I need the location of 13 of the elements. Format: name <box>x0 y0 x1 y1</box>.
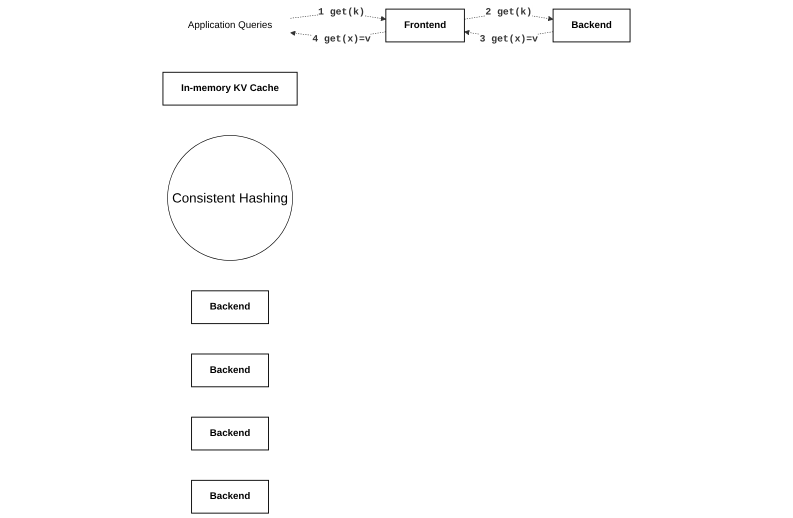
node-box: In-memory KV Cache <box>162 72 298 106</box>
node-box: Backend <box>552 8 630 42</box>
node-box: Frontend <box>385 8 465 42</box>
node-box: Backend <box>191 416 269 450</box>
node-box: Backend <box>191 290 269 324</box>
edge-label: 1 get(k) <box>318 6 365 18</box>
node-box: Backend <box>191 354 269 388</box>
node-text: Application Queries <box>188 20 272 30</box>
node-box: Backend <box>191 480 269 514</box>
edge-label: 4 get(x)=v <box>312 33 371 44</box>
node-circle: Consistent Hashing <box>167 135 293 261</box>
edge-label: 2 get(k) <box>485 6 532 18</box>
edge-label: 3 get(x)=v <box>480 33 538 44</box>
